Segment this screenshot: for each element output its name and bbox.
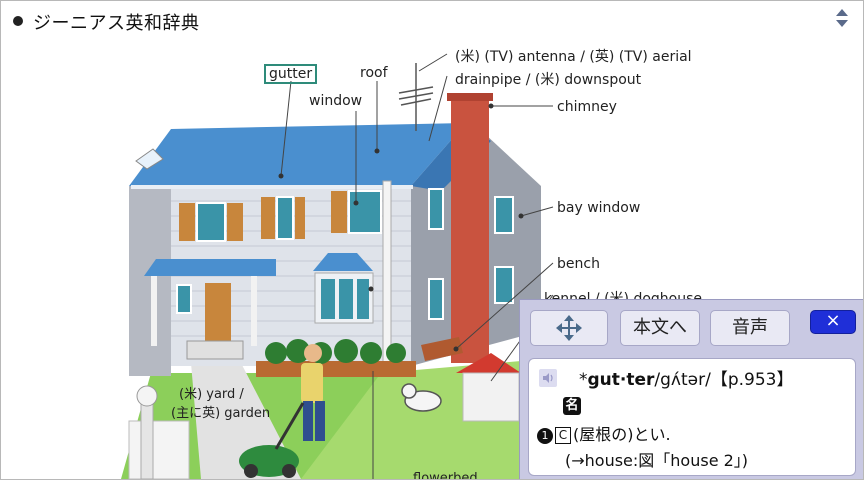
bullet-icon [13,16,23,26]
scroll-updown-icon[interactable] [835,8,849,28]
sense-number: 1 [537,428,553,444]
page-reference[interactable]: 【p.953】 [710,370,794,390]
label-chimney[interactable]: chimney [557,99,617,115]
pronunciation: /gʌ́tər/ [654,370,711,390]
house-drawing [1,41,863,479]
pos-badge: 名 [563,397,581,415]
label-drainpipe[interactable]: drainpipe / (米) downspout [455,72,642,88]
audio-button[interactable]: 音声 [710,310,790,346]
move-button[interactable] [530,310,608,346]
label-window[interactable]: window [309,93,363,109]
label-roof[interactable]: roof [360,65,388,81]
speaker-icon[interactable] [539,369,557,387]
headword-line: *gut·ter/gʌ́tər/【p.953】 [579,365,793,390]
headword-star: * [579,370,588,390]
label-bench[interactable]: bench [557,256,600,272]
close-button[interactable]: × [810,310,856,334]
jump-to-entry-button[interactable]: 本文へ [620,310,700,346]
label-garden[interactable]: (主に英) garden [171,406,271,421]
house-illustration: gutter roof window (米) (TV) antenna / (英… [1,41,863,479]
label-antenna[interactable]: (米) (TV) antenna / (英) (TV) aerial [455,49,692,65]
cross-reference[interactable]: (→house:図「house 2」) [565,451,749,470]
dictionary-title: ジーニアス英和辞典 [33,13,200,34]
label-flowerbed[interactable]: flowerbed [413,471,478,480]
label-yard[interactable]: (米) yard / [179,387,244,402]
title-bar: ジーニアス英和辞典 [1,1,863,41]
headword: gut·ter [587,370,655,390]
countable-marker: C [555,427,571,444]
definition: (屋根の)とい. [573,425,671,444]
label-bay-window[interactable]: bay window [557,200,641,216]
label-gutter[interactable]: gutter [264,64,318,84]
move-arrows-icon [556,315,582,341]
